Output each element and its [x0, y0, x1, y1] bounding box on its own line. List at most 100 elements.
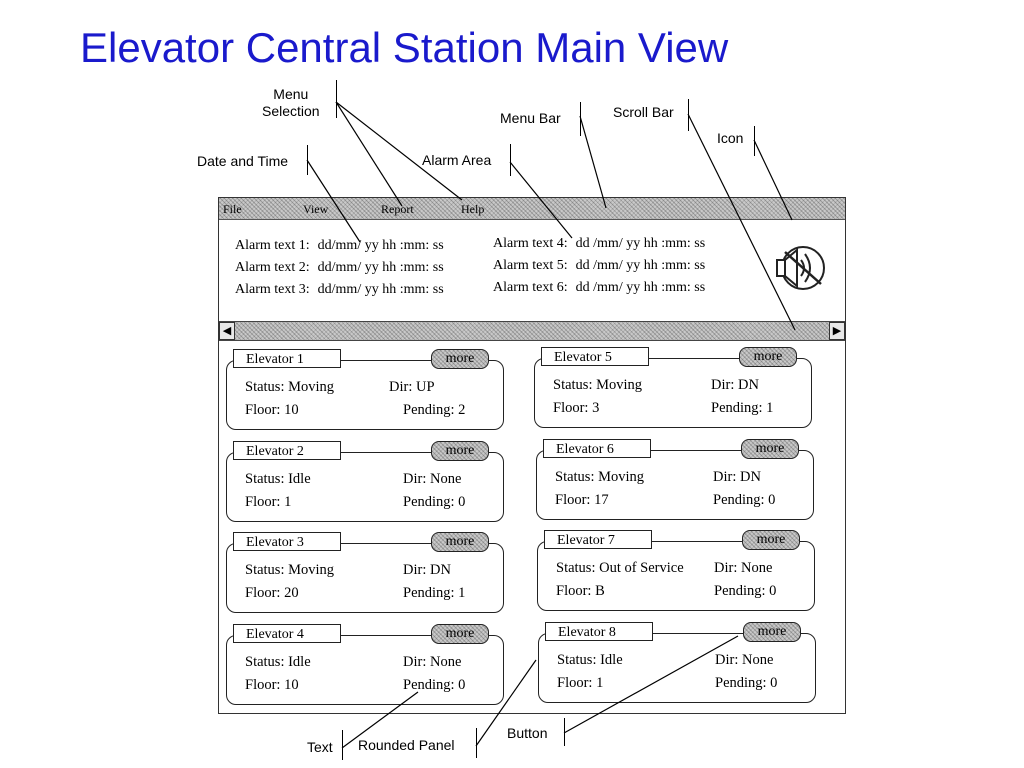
speaker-icon-graphic	[776, 246, 825, 290]
panel-rule	[341, 360, 431, 361]
more-button[interactable]: more	[741, 439, 799, 459]
main-window: File View Report Help Alarm text 1:dd/mm…	[218, 197, 846, 714]
elevator-status: Status: Moving	[245, 562, 335, 578]
elevator-panel: Elevator 7 more Status: Out of Service D…	[537, 530, 815, 611]
more-button[interactable]: more	[431, 532, 489, 552]
elevator-status: Status: Idle	[245, 654, 311, 670]
elevator-status: Status: Moving	[555, 469, 645, 485]
elevator-floor: Floor: 3	[553, 400, 600, 416]
elevator-panel: Elevator 1 more Status: Moving Dir: UP F…	[226, 349, 504, 430]
elevator-panel: Elevator 5 more Status: Moving Dir: DN F…	[534, 347, 812, 428]
elevator-name: Elevator 8	[545, 622, 653, 641]
elevator-dir: Dir: DN	[403, 562, 451, 578]
elevator-floor: Floor: 1	[557, 675, 604, 691]
elevator-name: Elevator 3	[233, 532, 341, 551]
alarm-row: Alarm text 5: dd /mm/ yy hh :mm: ss	[493, 258, 705, 274]
elevator-pending: Pending: 0	[713, 492, 776, 508]
alarm-timestamp: dd /mm/ yy hh :mm: ss	[575, 236, 706, 251]
elevator-status: Status: Idle	[245, 471, 311, 487]
elevator-pending: Pending: 0	[714, 583, 777, 599]
alarm-timestamp: dd/mm/ yy hh :mm: ss	[317, 238, 444, 253]
alarm-row: Alarm text 2:dd/mm/ yy hh :mm: ss	[235, 260, 444, 276]
alarm-label: Alarm text 6:	[493, 280, 568, 295]
elevator-dir: Dir: DN	[711, 377, 759, 393]
menu-help[interactable]: Help	[461, 202, 485, 216]
callout-rounded-panel: Rounded Panel	[358, 737, 455, 753]
elevator-panel: Elevator 3 more Status: Moving Dir: DN F…	[226, 532, 504, 613]
elevator-pending: Pending: 0	[403, 677, 466, 693]
arrow-right-icon[interactable]: ▶	[829, 322, 845, 340]
elevator-floor: Floor: 20	[245, 585, 299, 601]
elevator-status: Status: Moving	[553, 377, 643, 393]
alarm-label: Alarm text 3:	[235, 282, 310, 297]
elevator-pending: Pending: 0	[715, 675, 778, 691]
elevator-pending: Pending: 1	[403, 585, 466, 601]
page-title: Elevator Central Station Main View	[80, 24, 729, 71]
elevator-name: Elevator 7	[544, 530, 652, 549]
panel-rule	[341, 543, 431, 544]
callout-tick	[688, 99, 689, 131]
elevator-floor: Floor: 10	[245, 677, 299, 693]
elevator-panel: Elevator 8 more Status: Idle Dir: None F…	[538, 622, 816, 703]
arrow-left-icon[interactable]: ◀	[219, 322, 235, 340]
elevator-name: Elevator 5	[541, 347, 649, 366]
elevator-pending: Pending: 1	[711, 400, 774, 416]
callout-tick	[754, 126, 755, 156]
callout-tick	[336, 80, 337, 118]
alarm-timestamp: dd /mm/ yy hh :mm: ss	[575, 258, 706, 273]
elevator-name: Elevator 4	[233, 624, 341, 643]
callout-tick	[564, 718, 565, 746]
elevator-status: Status: Moving	[245, 379, 335, 395]
callout-date-time: Date and Time	[197, 153, 289, 169]
elevator-dir: Dir: None	[715, 652, 774, 668]
callout-tick	[307, 145, 308, 175]
callout-scroll-bar: Scroll Bar	[613, 104, 674, 120]
callout-icon: Icon	[717, 130, 744, 146]
more-button[interactable]: more	[742, 530, 800, 550]
elevator-name: Elevator 2	[233, 441, 341, 460]
elevator-pending: Pending: 0	[403, 494, 466, 510]
elevator-floor: Floor: 1	[245, 494, 292, 510]
elevator-dir: Dir: None	[403, 654, 462, 670]
alarm-row: Alarm text 4: dd /mm/ yy hh :mm: ss	[493, 236, 705, 252]
elevator-dir: Dir: None	[714, 560, 773, 576]
callout-tick	[342, 730, 343, 760]
scroll-bar[interactable]: ◀ ▶	[219, 321, 845, 341]
menu-view[interactable]: View	[303, 202, 329, 216]
more-button[interactable]: more	[431, 624, 489, 644]
elevator-name: Elevator 1	[233, 349, 341, 368]
alarm-label: Alarm text 5:	[493, 258, 568, 273]
panel-rule	[653, 633, 743, 634]
more-button[interactable]: more	[739, 347, 797, 367]
elevator-dir: Dir: None	[403, 471, 462, 487]
menu-report[interactable]: Report	[381, 202, 414, 216]
callout-menu-selection: Menu Selection	[262, 86, 320, 119]
alarm-label: Alarm text 4:	[493, 236, 568, 251]
elevator-panel: Elevator 6 more Status: Moving Dir: DN F…	[536, 439, 814, 520]
alarm-row: Alarm text 1:dd/mm/ yy hh :mm: ss	[235, 238, 444, 254]
more-button[interactable]: more	[431, 349, 489, 369]
panel-rule	[649, 358, 739, 359]
alarm-area: Alarm text 1:dd/mm/ yy hh :mm: ss Alarm …	[219, 219, 845, 319]
callout-tick	[510, 144, 511, 176]
more-button[interactable]: more	[743, 622, 801, 642]
callout-tick	[476, 728, 477, 758]
elevator-floor: Floor: 17	[555, 492, 609, 508]
alarm-row: Alarm text 6:dd /mm/ yy hh :mm: ss	[493, 280, 705, 296]
callout-menu-bar: Menu Bar	[500, 110, 561, 126]
callout-tick	[580, 102, 581, 136]
elevator-floor: Floor: 10	[245, 402, 299, 418]
more-button[interactable]: more	[431, 441, 489, 461]
elevator-status: Status: Out of Service	[556, 560, 684, 576]
alarm-timestamp: dd/mm/ yy hh :mm: ss	[317, 282, 444, 297]
alarm-row: Alarm text 3: dd/mm/ yy hh :mm: ss	[235, 282, 444, 298]
speaker-icon[interactable]	[771, 238, 833, 300]
menu-file[interactable]: File	[223, 202, 242, 216]
menu-bar: File View Report Help	[219, 198, 845, 220]
alarm-timestamp: dd/mm/ yy hh :mm: ss	[317, 260, 444, 275]
elevator-panel: Elevator 2 more Status: Idle Dir: None F…	[226, 441, 504, 522]
elevator-panel: Elevator 4 more Status: Idle Dir: None F…	[226, 624, 504, 705]
panel-rule	[341, 635, 431, 636]
elevator-dir: Dir: UP	[389, 379, 435, 395]
panel-rule	[652, 541, 742, 542]
